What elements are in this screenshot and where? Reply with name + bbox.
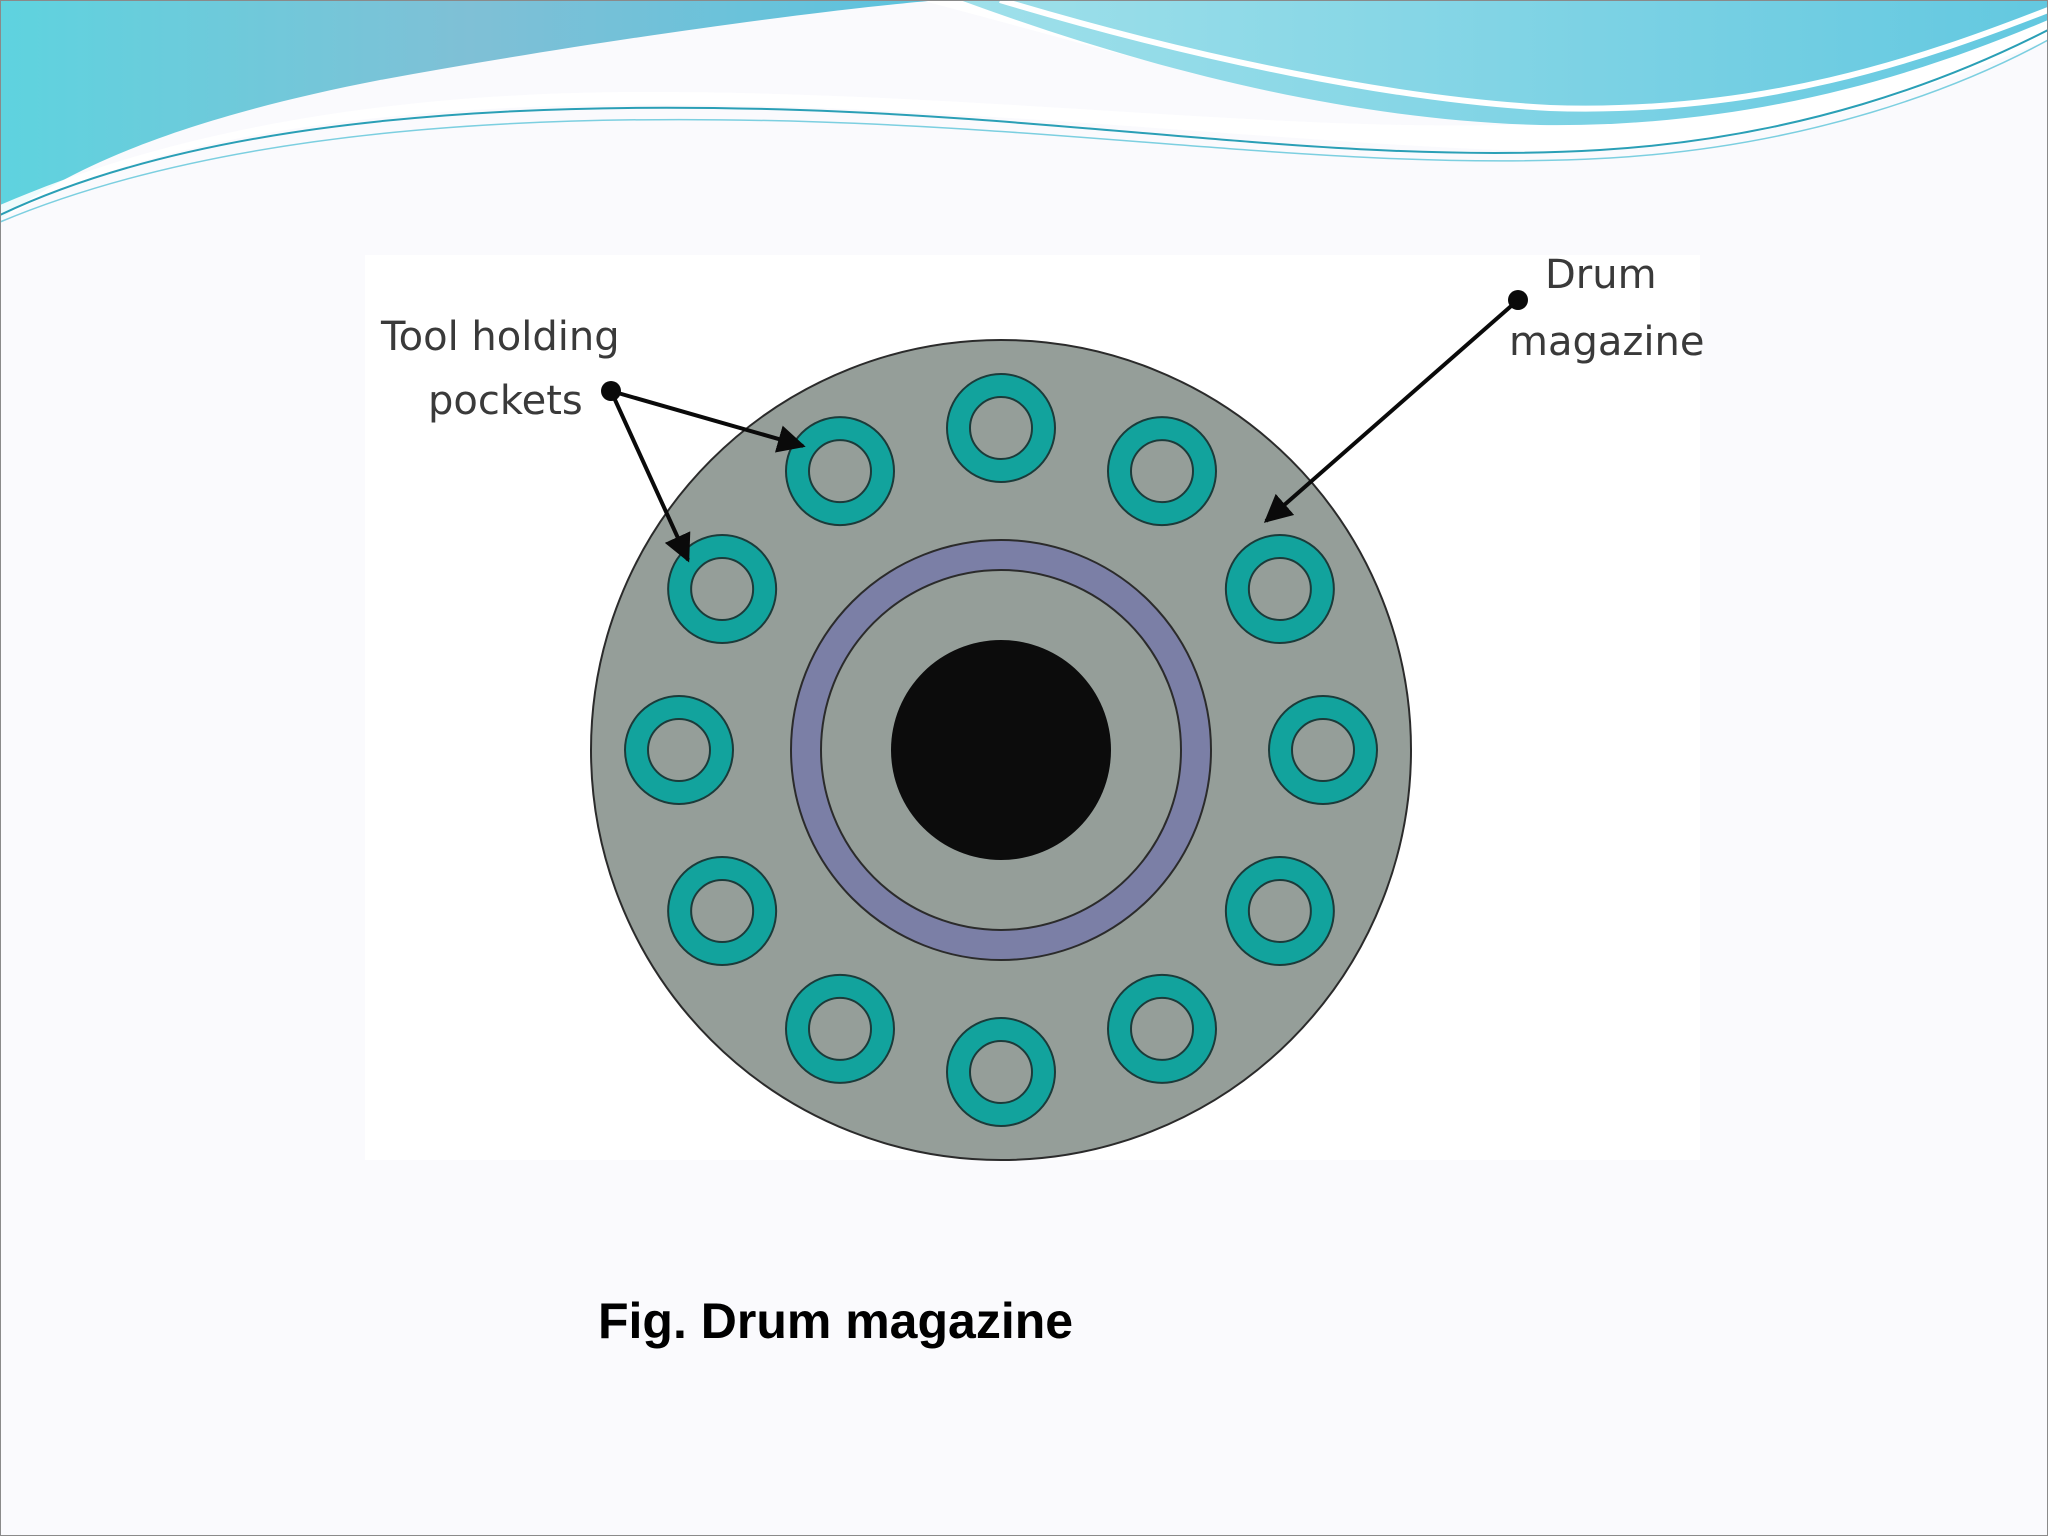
- center-hub: [891, 640, 1111, 860]
- tool-pockets-leader-arrow-2: [609, 390, 691, 563]
- tool-pockets: [624, 373, 1378, 1127]
- drum-leader-arrow: [1263, 298, 1520, 523]
- tool-pocket-bore: [647, 718, 711, 782]
- tool-pocket-bore: [1130, 996, 1194, 1061]
- tool-pocket-bore: [1247, 879, 1312, 943]
- tool-pocket: [785, 416, 895, 527]
- tool-pockets-leader-arrow-1: [610, 389, 806, 453]
- tool-pocket: [946, 1017, 1056, 1127]
- drum-magazine-diagram: [590, 339, 1412, 1161]
- tool-pocket: [1268, 695, 1378, 805]
- tool-pocket-bore: [808, 996, 872, 1061]
- tool-pocket: [667, 534, 778, 644]
- header-wave-decoration: [0, 0, 2048, 223]
- tool-pockets-label-line1: Tool holding: [380, 314, 620, 360]
- tool-pocket: [1107, 416, 1217, 527]
- drum-label-line1: Drum: [1545, 252, 1657, 298]
- figure-caption: Fig. Drum magazine: [598, 1293, 1074, 1349]
- tool-pocket-bore: [808, 439, 872, 504]
- drum-label-line2: magazine: [1509, 319, 1704, 365]
- tool-pocket-bore: [690, 557, 755, 621]
- tool-pocket-bore: [969, 1040, 1033, 1104]
- tool-pocket-bore: [1291, 718, 1355, 782]
- tool-pocket-bore: [1247, 557, 1312, 621]
- tool-pocket: [1107, 973, 1217, 1084]
- tool-pockets-label: Tool holding pockets: [380, 314, 806, 563]
- tool-pockets-label-line2: pockets: [428, 378, 583, 424]
- drum-magazine-label: Drum magazine: [1263, 252, 1704, 523]
- tool-pocket-bore: [690, 879, 755, 943]
- tool-pocket-bore: [1130, 439, 1194, 504]
- tool-pocket: [1224, 856, 1335, 966]
- tool-pocket: [785, 973, 895, 1084]
- tool-pocket: [1224, 534, 1335, 644]
- tool-pocket: [946, 373, 1056, 483]
- tool-pocket: [667, 856, 778, 966]
- tool-pocket: [624, 695, 734, 805]
- tool-pocket-bore: [969, 396, 1033, 460]
